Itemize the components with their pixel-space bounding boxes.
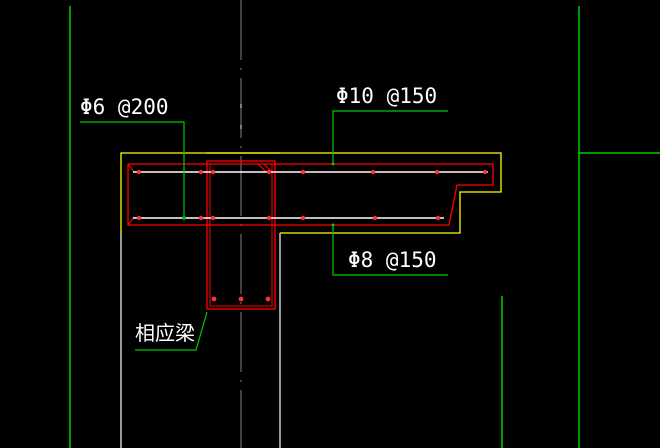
beam-stirrup bbox=[206, 160, 276, 310]
beam-stirrup-inner bbox=[209, 163, 273, 307]
label-top-rebar: Φ10 @150 bbox=[336, 84, 437, 108]
rebar-dot bbox=[210, 215, 216, 221]
rebar-dot bbox=[300, 169, 306, 175]
rebar-dot bbox=[136, 215, 142, 221]
rebar-dot bbox=[434, 169, 440, 175]
label-bottom-rebar: Φ8 @150 bbox=[348, 248, 437, 272]
rebar-dot bbox=[198, 169, 204, 175]
leader-lines bbox=[80, 110, 448, 351]
stirrup-hook-2 bbox=[257, 163, 267, 173]
rebar-dot bbox=[266, 169, 272, 175]
rebar-dot bbox=[266, 215, 272, 221]
rebar-dot bbox=[198, 215, 204, 221]
leader-stirrup bbox=[80, 121, 185, 218]
leader-beam bbox=[135, 311, 208, 351]
slab-top-bar-hook-left bbox=[127, 163, 135, 173]
rebar-dot bbox=[482, 169, 488, 175]
rebar-dot bbox=[370, 169, 376, 175]
rebar-dot bbox=[372, 215, 378, 221]
rebar-dot bbox=[210, 169, 216, 175]
label-beam-note: 相应梁 bbox=[135, 321, 195, 345]
wall-outline bbox=[120, 233, 281, 448]
rebar-dot bbox=[300, 215, 306, 221]
rebar-dots bbox=[136, 169, 488, 302]
rebar-dot bbox=[435, 215, 441, 221]
label-stirrup: Φ6 @200 bbox=[80, 95, 169, 119]
rebar-dot bbox=[265, 296, 271, 302]
rebar-dot bbox=[211, 296, 217, 302]
rebar-dot bbox=[238, 296, 244, 302]
rebar-dot bbox=[136, 169, 142, 175]
slab-outline bbox=[120, 152, 502, 234]
axis-lines bbox=[69, 6, 660, 448]
leader-bottom-rebar bbox=[332, 225, 448, 276]
leader-top-rebar bbox=[332, 110, 448, 164]
